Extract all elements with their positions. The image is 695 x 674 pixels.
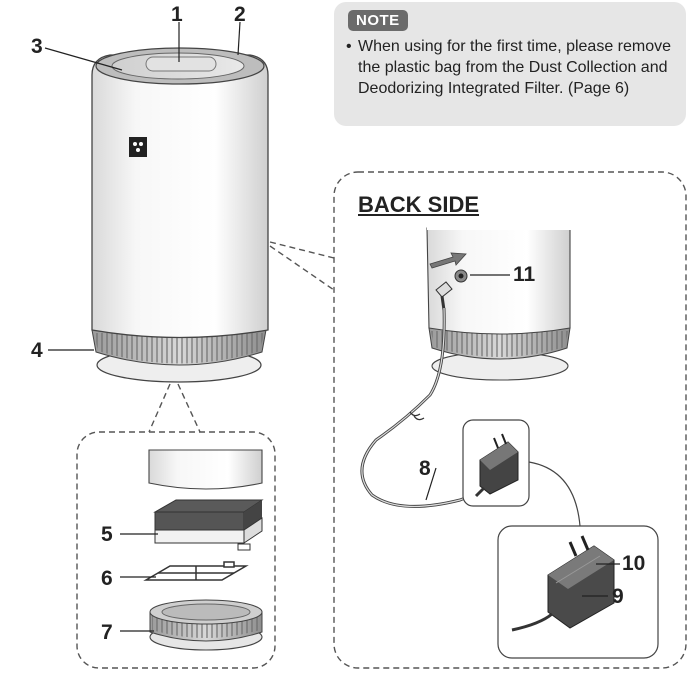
purifier-main <box>91 47 269 383</box>
leader-lines-main <box>44 21 241 351</box>
callout-4: 4 <box>31 339 43 362</box>
callout-10: 10 <box>622 552 646 575</box>
body-segment <box>148 449 263 490</box>
callout-7: 7 <box>101 621 113 644</box>
callout-6: 6 <box>101 567 113 590</box>
note-text-block: • When using for the first time, please … <box>346 36 676 99</box>
note-bullet: • <box>346 38 352 55</box>
callout-1: 1 <box>171 3 183 26</box>
note-box: NOTE • When using for the first time, pl… <box>334 2 686 126</box>
callout-3: 3 <box>31 35 43 58</box>
callout-11: 11 <box>513 263 536 286</box>
ac-adapter-large <box>511 535 615 632</box>
exploded-view-frame <box>76 431 276 669</box>
filter-frame <box>143 561 249 581</box>
ac-adapter-small <box>474 433 519 498</box>
back-side-frame <box>333 171 687 669</box>
grill-ring <box>149 599 263 651</box>
filter-dust-deodorizing <box>153 499 264 551</box>
note-body: When using for the first time, please re… <box>358 38 672 97</box>
callout-5: 5 <box>101 523 113 546</box>
callout-9: 9 <box>612 585 624 608</box>
purifier-back <box>426 226 571 381</box>
callout-8: 8 <box>419 457 431 480</box>
note-badge: NOTE <box>348 10 408 31</box>
back-side-title: BACK SIDE <box>358 192 480 217</box>
callout-2: 2 <box>234 3 246 26</box>
